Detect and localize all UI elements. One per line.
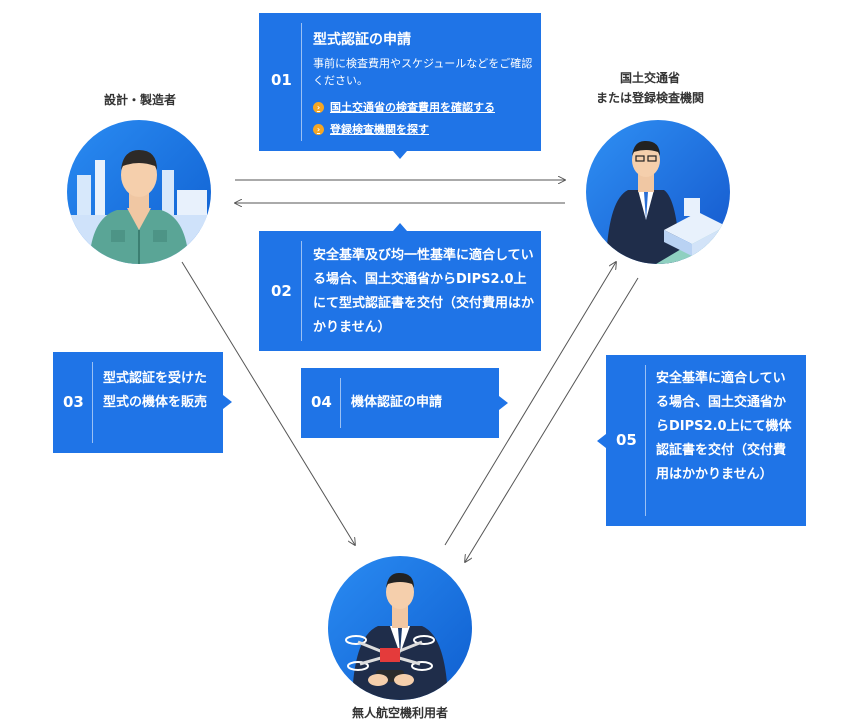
link-mlit-inspection-fee[interactable]: › 国土交通省の検査費用を確認する [313,99,495,115]
step-02-divider [301,241,302,341]
authority-avatar [586,120,730,264]
step-04-text: 機体認証の申請 [351,395,443,410]
step-01-description: 事前に検査費用やスケジュールなどをご確認ください。 [313,57,533,87]
drone-user-illustration [328,556,472,700]
step-02-box: 02 安全基準及び均一性基準に適合している場合、国土交通省からDIPS2.0上に… [259,231,541,351]
link-find-inspection-body-label: 登録検査機関を探す [330,123,429,136]
chevron-right-icon: › [313,123,324,135]
link-mlit-inspection-fee-label: 国土交通省の検査費用を確認する [330,101,495,114]
authority-label-line1: 国土交通省 [619,71,680,85]
step-03-number: 03 [63,393,84,411]
step-04-divider [340,378,341,428]
step-02-number: 02 [271,282,292,300]
step-04-number: 04 [311,393,332,411]
step-04-box: 04 機体認証の申請 [301,368,499,438]
step-03-text: 型式認証を受けた型式の機体を販売 [103,371,208,410]
arrow-user-to-authority [444,262,616,546]
step-01-pointer [393,151,407,159]
step-01-divider [301,23,302,141]
arrow-authority-to-user [465,277,639,562]
step-05-text: 安全基準に適合している場合、国土交通省からDIPS2.0上にて機体認証書を交付（… [656,371,792,482]
step-03-pointer [223,395,232,409]
step-03-box: 03 型式認証を受けた型式の機体を販売 [53,352,223,453]
user-label: 無人航空機利用者 [351,706,448,720]
authority-label-line2: または登録検査機関 [595,91,704,105]
link-find-inspection-body[interactable]: › 登録検査機関を探す [313,121,429,137]
step-05-divider [645,365,646,516]
step-05-number: 05 [616,431,637,449]
step-05-box: 05 安全基準に適合している場合、国土交通省からDIPS2.0上にて機体認証書を… [606,355,806,526]
step-02-text: 安全基準及び均一性基準に適合している場合、国土交通省からDIPS2.0上にて型式… [313,248,535,335]
step-05-pointer [597,434,606,448]
designer-label: 設計・製造者 [103,93,176,107]
chevron-right-icon: › [313,101,324,113]
designer-avatar [67,120,211,264]
arrow-designer-to-user [181,261,355,545]
step-04-pointer [499,396,508,410]
step-01-title: 型式認証の申請 [313,32,411,48]
official-building-illustration [586,120,730,264]
step-03-divider [92,362,93,443]
step-01-number: 01 [271,71,292,89]
authority-label: 国土交通省 または登録検査機関 [580,68,720,108]
user-avatar [328,556,472,700]
step-01-box: 01 型式認証の申請 事前に検査費用やスケジュールなどをご確認ください。 › 国… [259,13,541,151]
factory-worker-illustration [67,120,211,264]
step-02-pointer [393,223,407,231]
